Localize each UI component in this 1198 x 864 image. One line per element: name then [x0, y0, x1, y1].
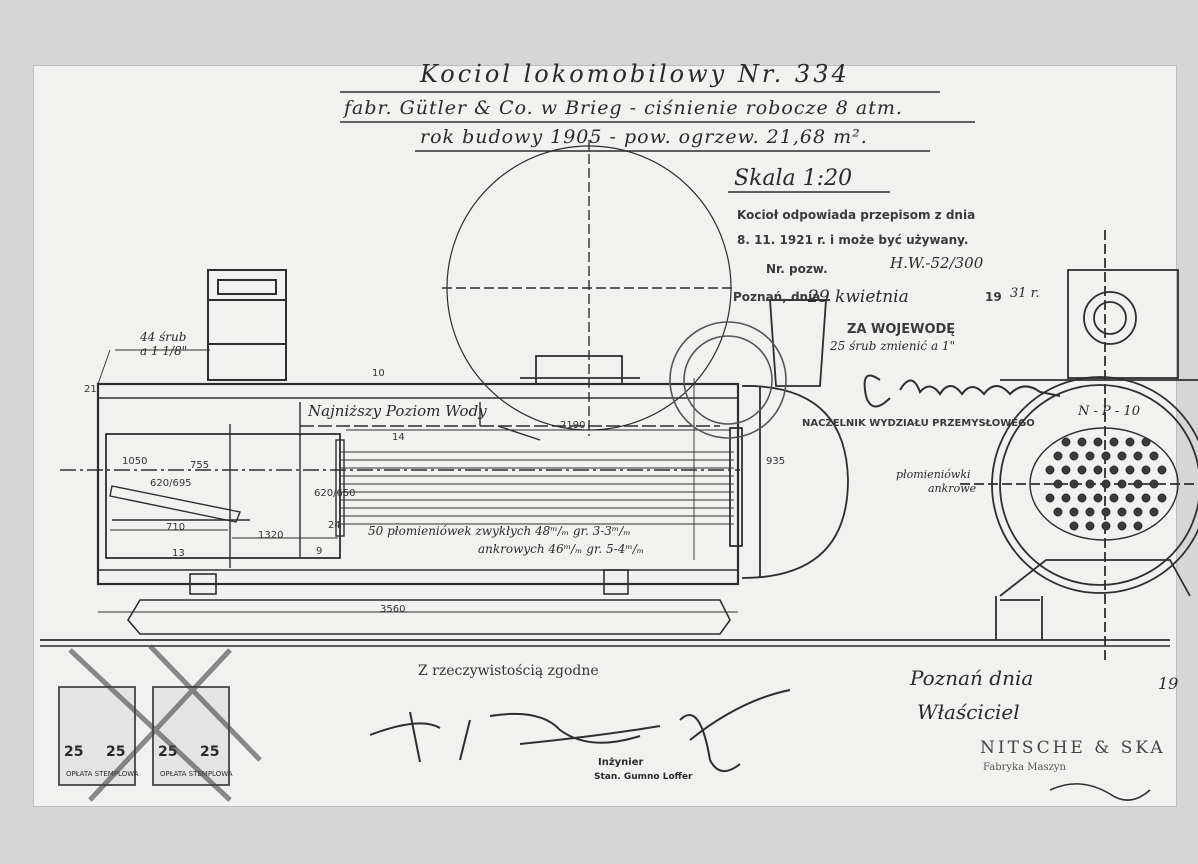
stamp-value: 25 [64, 744, 84, 760]
dim-3560: 3560 [380, 604, 406, 615]
approval-line-2: 8. 11. 1921 r. i może być używany. [737, 233, 969, 247]
approval-year-prefix: 19 [985, 290, 1002, 304]
certification-text: Z rzeczywistością zgodne [418, 663, 599, 679]
base-support [40, 569, 1170, 647]
approval-department: NACZELNIK WYDZIAŁU PRZEMYSŁOWEGO [802, 418, 1035, 429]
build-year-line: rok budowy 1905 - pow. ogrzew. 21,68 m². [420, 126, 868, 148]
revenue-stamp: 25 25 OPŁATA STEMPLOWA [152, 686, 233, 786]
dim-935: 935 [766, 456, 786, 467]
approval-reference-number: H.W.-52/300 [890, 254, 984, 272]
dimension-lines [97, 349, 761, 613]
dim-14: 14 [392, 432, 405, 443]
place-date-label: Poznań dnia [910, 666, 1034, 690]
dim-1050: 1050 [122, 456, 148, 467]
dim-13: 13 [172, 548, 185, 559]
manufacturer-line: fabr. Gütler & Co. w Brieg - ciśnienie r… [344, 97, 903, 119]
place-year-label: 19 [1158, 674, 1179, 693]
dim-2190: 2190 [560, 420, 586, 431]
section-label: N - P - 10 [1078, 404, 1140, 419]
tube-plate-holes [1045, 437, 1167, 531]
bolt-note: 25 śrub zmienić a 1" [830, 339, 956, 353]
stamp-caption: OPŁATA STEMPLOWA [160, 770, 233, 778]
dim-755: 755 [190, 460, 210, 471]
approval-place-label: Poznań, dnia [733, 290, 821, 304]
flue-tubes-label: płomieniówki [896, 468, 971, 481]
dim-710: 710 [166, 522, 186, 533]
owner-signature [1049, 783, 1151, 801]
stamp-value-2: 25 [200, 744, 220, 760]
engineer-signature [369, 689, 791, 772]
dim-620-695: 620/695 [150, 478, 192, 489]
drawing-title: Kociol lokomobilowy Nr. 334 [420, 60, 850, 88]
official-signature [863, 374, 1061, 408]
approval-line-1: Kocioł odpowiada przepisom z dnia [737, 208, 976, 222]
scale-label: Skala 1:20 [734, 166, 853, 191]
maker-stamp: NITSCHE & SKA [980, 738, 1166, 758]
water-level-label: Najniższy Poziom Wody [308, 402, 487, 420]
stamp-caption: OPŁATA STEMPLOWA [66, 770, 139, 778]
approval-year-suffix: 31 r. [1010, 286, 1040, 301]
drawing-sheet [34, 66, 1176, 806]
dim-1320: 1320 [258, 530, 284, 541]
approval-permit-label: Nr. pozw. [766, 262, 828, 276]
approval-date: 29 kwietnia [808, 287, 909, 307]
approval-authority: ZA WOJEWODĘ [847, 322, 956, 337]
bolts-label: 44 śrub [140, 330, 187, 344]
dim-24: 24 [328, 520, 341, 531]
dim-620-650: 620/650 [314, 488, 356, 499]
dim-21: 21 [84, 384, 97, 395]
official-seal [669, 321, 787, 439]
dim-10: 10 [372, 368, 385, 379]
engineer-title: Inżynier [598, 757, 644, 768]
tubes-line-2: ankrowych 46ᵐ/ₘ gr. 5-4ᵐ/ₘ [478, 542, 645, 556]
tubes-line-1: 50 płomieniówek zwykłych 48ᵐ/ₘ gr. 3-3ᵐ/… [368, 524, 631, 538]
flue-tubes [340, 451, 734, 525]
steam-chest [207, 269, 287, 381]
bolts-size-label: a 1 1/8" [140, 344, 188, 358]
anchor-tubes-label: ankrowe [928, 482, 977, 495]
stamp-value-2: 25 [106, 744, 126, 760]
owner-label: Właściciel [917, 700, 1020, 724]
dim-9: 9 [316, 546, 323, 557]
boiler-body [60, 382, 743, 586]
engineer-name: Stan. Gumno Loffer [594, 772, 693, 782]
maker-subtitle: Fabryka Maszyn [983, 762, 1066, 773]
manhole [520, 355, 640, 385]
